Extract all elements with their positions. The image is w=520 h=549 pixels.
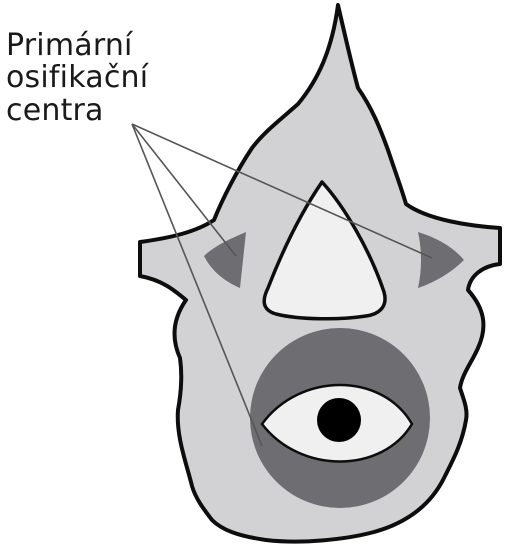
primary-ossification-centers-label: Primární osifikační centra <box>6 30 148 127</box>
label-line-2: osifikační <box>6 62 148 94</box>
notochord-dot <box>317 398 361 442</box>
label-line-3: centra <box>6 95 148 127</box>
label-line-1: Primární <box>6 30 148 62</box>
